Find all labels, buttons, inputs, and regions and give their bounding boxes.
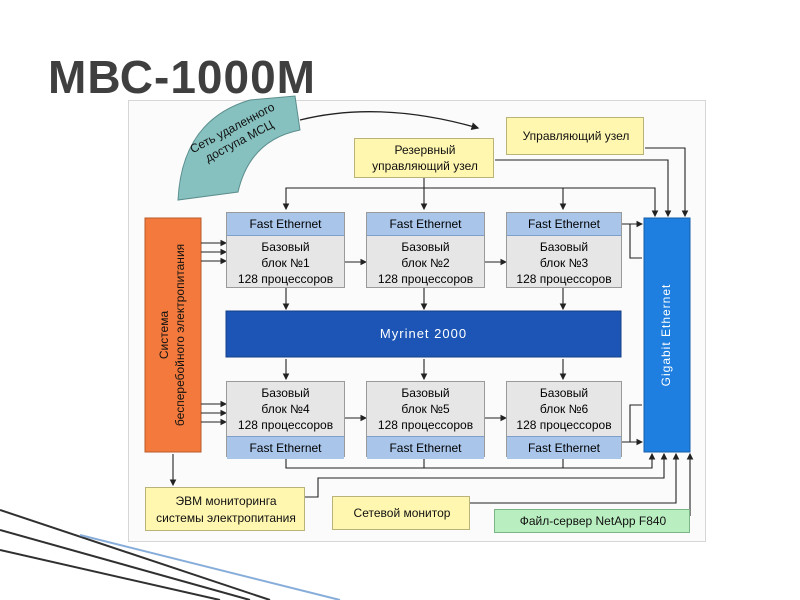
power-system-label: Система бесперебойного электропитания [157, 243, 187, 427]
gigabit-label: Gigabit Ethernet [659, 283, 673, 387]
file-server-node: Файл-сервер NetApp F840 [494, 509, 690, 533]
reserve-node: Резервный управляющий узел [354, 138, 494, 178]
control-node: Управляющий узел [506, 117, 644, 155]
fast-ethernet-1: Fast Ethernet [227, 213, 344, 236]
corner-decoration [0, 509, 341, 600]
power-system-block [144, 217, 202, 453]
fast-ethernet-6: Fast Ethernet [507, 436, 621, 459]
fast-ethernet-5: Fast Ethernet [367, 436, 484, 459]
fast-ethernet-3: Fast Ethernet [507, 213, 621, 236]
reserve-node-line2: управляющий узел [372, 159, 478, 173]
fast-ethernet-2: Fast Ethernet [367, 213, 484, 236]
slide-title: МВС-1000М [48, 51, 316, 103]
fast-ethernet-4: Fast Ethernet [227, 436, 344, 459]
power-monitor-line2: системы электропитания [156, 511, 296, 525]
myrinet-bar [225, 310, 622, 358]
gigabit-block [643, 217, 691, 453]
file-server-label: Файл-сервер NetApp F840 [519, 514, 667, 528]
power-monitor-node: ЭВМ мониторинга системы электропитания [145, 487, 305, 531]
myrinet-label: Myrinet 2000 [379, 326, 468, 341]
control-node-label: Управляющий узел [522, 129, 630, 143]
remote-network-shape [177, 95, 301, 201]
power-monitor-line1: ЭВМ мониторинга [175, 494, 277, 508]
reserve-node-line1: Резервный [394, 143, 456, 157]
remote-arrow [299, 111, 480, 130]
network-monitor-node: Сетевой монитор [332, 496, 470, 530]
network-monitor-label: Сетевой монитор [353, 506, 451, 520]
